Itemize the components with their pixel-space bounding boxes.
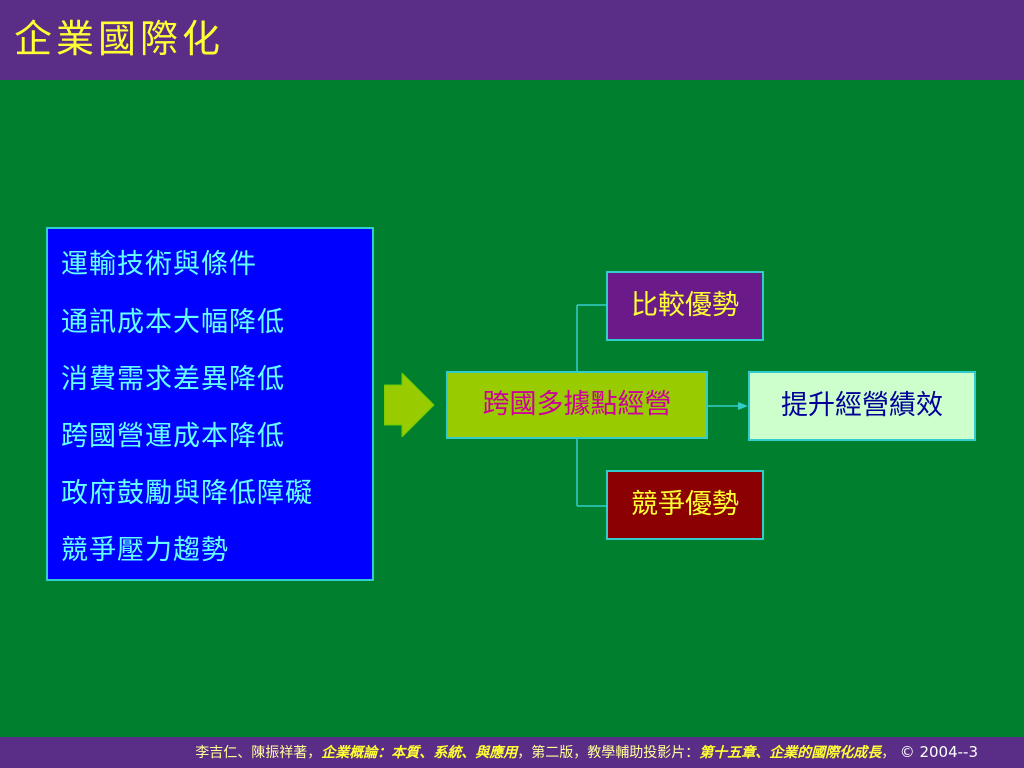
- factor-item: 運輸技術與條件: [61, 249, 257, 280]
- multinational-operation-box: 跨國多據點經營: [446, 371, 708, 439]
- slide-title: 企業國際化: [14, 17, 225, 61]
- factor-item: 通訊成本大幅降低: [61, 307, 285, 338]
- competitive-advantage-box: 競爭優勢: [606, 470, 764, 540]
- slide-header: 企業國際化: [0, 0, 1024, 80]
- footer-book: 企業概論：本質、系統、與應用: [321, 745, 518, 761]
- factor-item: 政府鼓勵與降低障礙: [61, 478, 313, 509]
- footer-edition: ，第二版，教學輔助投影片：: [517, 745, 700, 761]
- footer-copyright: © 2004--3: [899, 743, 978, 761]
- performance-box: 提升經營績效: [748, 371, 976, 441]
- arrowhead-icon: [738, 402, 748, 410]
- factor-item: 跨國營運成本降低: [61, 421, 285, 452]
- slide-footer: 李吉仁、陳振祥著，企業概論：本質、系統、與應用，第二版，教學輔助投影片：第十五章…: [0, 737, 1024, 768]
- footer-chapter: 第十五章、企業的國際化成長: [699, 745, 882, 761]
- footer-separator: ，: [881, 745, 896, 761]
- comparative-advantage-box: 比較優勢: [606, 271, 764, 341]
- footer-text: 李吉仁、陳振祥著，企業概論：本質、系統、與應用，第二版，教學輔助投影片：第十五章…: [195, 743, 978, 762]
- right-arrow-icon: [384, 373, 435, 437]
- factor-item: 競爭壓力趨勢: [61, 535, 229, 566]
- factors-box: 運輸技術與條件 通訊成本大幅降低 消費需求差異降低 跨國營運成本降低 政府鼓勵與…: [46, 227, 374, 581]
- factor-item: 消費需求差異降低: [61, 364, 285, 395]
- footer-authors: 李吉仁、陳振祥著，: [195, 745, 322, 761]
